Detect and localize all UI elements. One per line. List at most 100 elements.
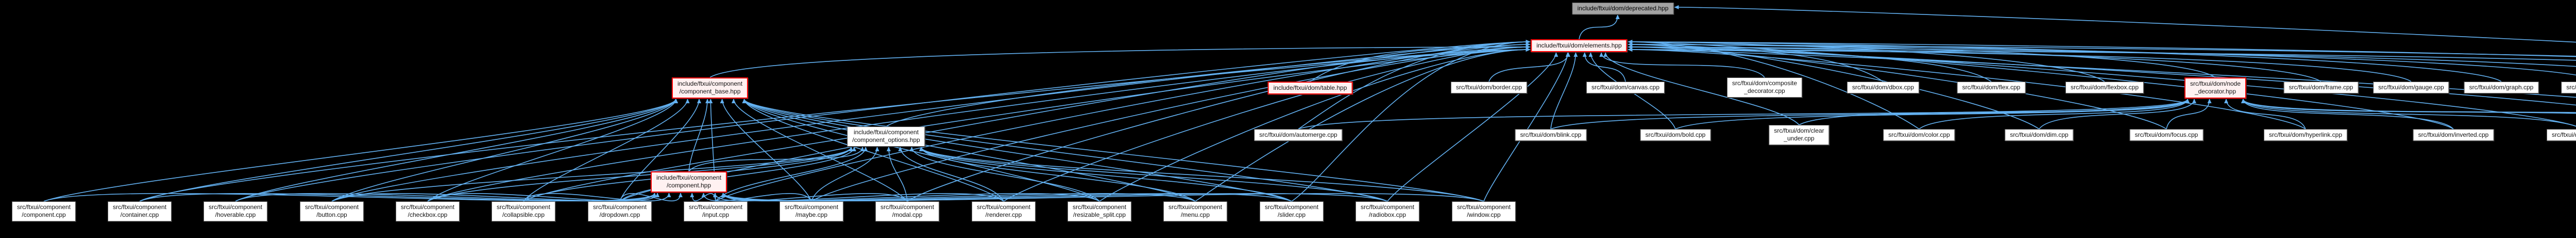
edge-automerge-to-node_decorator xyxy=(1298,99,2190,130)
graph-node-component[interactable]: include/ftxui/component /component.hpp xyxy=(650,171,727,193)
graph-node-c_component[interactable]: src/ftxui/component /component.cpp xyxy=(11,201,76,221)
graph-node-c_renderer[interactable]: src/ftxui/component /renderer.cpp xyxy=(971,201,1036,221)
edge-c_container-to-elements xyxy=(139,47,1531,202)
edge-c_modal-to-component_base xyxy=(732,99,908,202)
edge-inverted-to-node_decorator xyxy=(2241,99,2454,130)
graph-node-c_resizable_split[interactable]: src/ftxui/component /resizable_split.cpp xyxy=(1067,201,1132,221)
edge-c_renderer-to-component_options xyxy=(898,147,1004,202)
graph-node-gridbox[interactable]: src/ftxui/dom/gridbox.cpp xyxy=(2561,82,2576,94)
graph-node-focus[interactable]: src/ftxui/dom/focus.cpp xyxy=(2129,129,2204,141)
graph-node-c_radiobox[interactable]: src/ftxui/component /radiobox.cpp xyxy=(1355,201,1420,221)
edge-c_checkbox-to-elements xyxy=(427,45,1531,202)
edge-hbox-to-elements xyxy=(1628,45,2576,67)
graph-node-c_checkbox[interactable]: src/ftxui/component /checkbox.cpp xyxy=(395,201,460,221)
edge-c_maybe-to-component_options xyxy=(811,147,879,202)
edge-c_radiobox-to-component_base xyxy=(742,99,1388,202)
graph-node-dbox[interactable]: src/ftxui/dom/dbox.cpp xyxy=(1846,82,1920,94)
graph-node-table[interactable]: include/ftxui/dom/table.hpp xyxy=(1267,82,1353,95)
graph-node-inverted[interactable]: src/ftxui/dom/inverted.cpp xyxy=(2413,129,2494,141)
edge-c_menu-to-component xyxy=(721,193,1196,202)
graph-node-blink[interactable]: src/ftxui/dom/blink.cpp xyxy=(1515,129,1587,141)
graph-node-component_options[interactable]: include/ftxui/component /component_optio… xyxy=(847,126,925,147)
graph-node-dim[interactable]: src/ftxui/dom/dim.cpp xyxy=(2005,129,2074,141)
graph-node-c_slider[interactable]: src/ftxui/component /slider.cpp xyxy=(1259,201,1324,221)
edge-c_input-to-component_options xyxy=(715,147,868,202)
edge-gridbox-to-elements xyxy=(1628,42,2576,76)
graph-node-c_button[interactable]: src/ftxui/component /button.cpp xyxy=(299,201,364,221)
edge-color-to-node_decorator xyxy=(1919,99,2190,130)
graph-node-c_maybe[interactable]: src/ftxui/component /maybe.cpp xyxy=(779,201,844,221)
edge-c_modal-to-elements xyxy=(907,40,1531,202)
edge-c_hoverable-to-component_base xyxy=(235,99,678,202)
edge-c_radiobox-to-component_options xyxy=(919,147,1388,202)
edge-c_hoverable-to-elements xyxy=(235,40,1531,202)
edge-flexbox-to-elements xyxy=(1628,40,2105,82)
graph-node-canvas[interactable]: src/ftxui/dom/canvas.cpp xyxy=(1586,82,1665,94)
graph-node-gauge[interactable]: src/ftxui/dom/gauge.cpp xyxy=(2373,82,2449,94)
edge-c_window-to-component xyxy=(721,193,1484,202)
edge-elements-to-deprecated xyxy=(1579,14,1620,40)
edge-composite_decorator-to-elements xyxy=(1599,52,1765,78)
edge-c_menu-to-elements xyxy=(1195,47,1531,202)
edge-c_window-to-component_base xyxy=(742,99,1484,202)
edge-c_slider-to-component_options xyxy=(919,147,1292,202)
edge-c_slider-to-component xyxy=(721,193,1292,202)
graph-node-c_collapsible[interactable]: src/ftxui/component /collapsible.cpp xyxy=(491,201,556,221)
edge-blink-to-elements xyxy=(1550,52,1578,130)
edge-text-to-elements xyxy=(1628,42,2576,57)
edge-dbox-to-elements xyxy=(1628,45,1884,82)
graph-node-italic[interactable]: src/ftxui/dom/italic.cpp xyxy=(2546,129,2576,141)
edge-c_resizable_split-to-component_base xyxy=(742,99,1100,202)
edge-c_slider-to-component_base xyxy=(742,99,1292,202)
edge-c_radiobox-to-component xyxy=(721,193,1388,202)
edge-focus-to-node_decorator xyxy=(2166,99,2212,130)
edge-c_resizable_split-to-component xyxy=(721,193,1100,202)
edge-scroll_indicator-to-node_decorator xyxy=(2241,99,2576,113)
graph-node-composite_decorator[interactable]: src/ftxui/dom/composite _decorator.cpp xyxy=(1726,77,1803,98)
edge-node_decorator-to-elements xyxy=(1628,42,2216,78)
graph-node-automerge[interactable]: src/ftxui/dom/automerge.cpp xyxy=(1254,129,1343,141)
edge-c_input-to-component xyxy=(690,193,716,202)
edge-canvas-to-elements xyxy=(1582,52,1626,82)
edge-c_button-to-component_base xyxy=(331,99,678,202)
graph-node-component_base[interactable]: include/ftxui/component /component_base.… xyxy=(671,77,749,99)
edge-clear_under-to-node_decorator xyxy=(1799,99,2190,125)
edge-c_container-to-component_base xyxy=(139,99,678,202)
edge-c_modal-to-component xyxy=(713,193,908,202)
edge-c_window-to-component_options xyxy=(919,147,1484,202)
graph-node-clear_under[interactable]: src/ftxui/dom/clear _under.cpp xyxy=(1769,125,1829,145)
graph-node-c_input[interactable]: src/ftxui/component /input.cpp xyxy=(683,201,748,221)
graph-node-c_hoverable[interactable]: src/ftxui/component /hoverable.cpp xyxy=(203,201,268,221)
graph-node-flexbox[interactable]: src/ftxui/dom/flexbox.cpp xyxy=(2065,82,2144,94)
graph-node-c_container[interactable]: src/ftxui/component /container.cpp xyxy=(107,201,172,221)
edge-c_component-to-component xyxy=(43,193,657,202)
graph-node-c_dropdown[interactable]: src/ftxui/component /dropdown.cpp xyxy=(587,201,652,221)
edge-linear_gradient-to-node_decorator xyxy=(2241,99,2576,114)
edge-c_collapsible-to-component xyxy=(523,193,671,202)
graph-node-hyperlink[interactable]: src/ftxui/dom/hyperlink.cpp xyxy=(2263,129,2348,141)
graph-node-graph[interactable]: src/ftxui/dom/graph.cpp xyxy=(2464,82,2539,94)
graph-node-border[interactable]: src/ftxui/dom/border.cpp xyxy=(1450,82,1528,94)
edge-c_maybe-to-component_base xyxy=(720,99,812,202)
graph-node-color[interactable]: src/ftxui/dom/color.cpp xyxy=(1883,129,1955,141)
edge-c_resizable_split-to-component_options xyxy=(909,147,1100,202)
graph-node-frame[interactable]: src/ftxui/dom/frame.cpp xyxy=(2283,82,2359,94)
graph-node-flex[interactable]: src/ftxui/dom/flex.cpp xyxy=(1957,82,2026,94)
edge-graph-to-elements xyxy=(1628,40,2502,82)
edge-c_component-to-component_base xyxy=(43,99,678,202)
edge-c_maybe-to-component xyxy=(701,193,812,202)
edge-c_renderer-to-elements xyxy=(1003,45,1531,202)
edge-hyperlink-to-node_decorator xyxy=(2224,99,2306,130)
edge-c_checkbox-to-component_options xyxy=(427,147,853,202)
graph-node-node_decorator[interactable]: src/ftxui/dom/node _decorator.hpp xyxy=(2184,77,2247,99)
graph-node-bold[interactable]: src/ftxui/dom/bold.cpp xyxy=(1640,129,1711,141)
edge-paragraph-to-elements xyxy=(1628,47,2576,61)
graph-node-elements[interactable]: include/ftxui/dom/elements.hpp xyxy=(1531,39,1628,53)
edge-c_modal-to-component_options xyxy=(886,147,908,202)
edge-blink-to-node_decorator xyxy=(1550,99,2190,130)
edge-flex-to-elements xyxy=(1628,47,1992,82)
graph-node-c_modal[interactable]: src/ftxui/component /modal.cpp xyxy=(875,201,940,221)
graph-node-c_window[interactable]: src/ftxui/component /window.cpp xyxy=(1451,201,1516,221)
graph-node-deprecated[interactable]: include/ftxui/dom/deprecated.hpp xyxy=(1572,3,1674,15)
graph-node-c_menu[interactable]: src/ftxui/component /menu.cpp xyxy=(1163,201,1228,221)
